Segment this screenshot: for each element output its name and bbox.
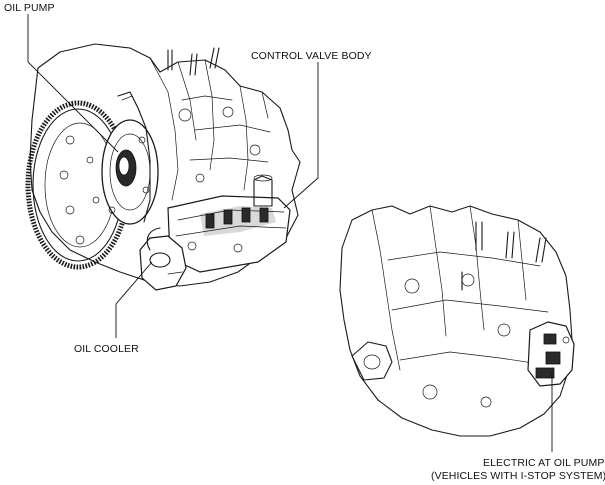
control-valve-body-leader xyxy=(283,62,319,209)
electric-oil-pump-note: (VEHICLES WITH I-STOP SYSTEM) xyxy=(431,470,605,482)
electric-oil-pump-label: ELECTRIC AT OIL PUMP xyxy=(483,457,604,469)
control-valve-body-part xyxy=(167,174,291,273)
oil-cooler-label: OIL COOLER xyxy=(74,343,139,355)
oil-cooler-part xyxy=(139,227,187,291)
oil-pump-leader xyxy=(27,14,119,153)
left-transaxle-illustration xyxy=(25,43,301,291)
oil-cooler-leader xyxy=(115,261,153,338)
control-valve-body-label: CONTROL VALVE BODY xyxy=(251,50,372,62)
right-transaxle-illustration xyxy=(339,205,575,437)
electric-oil-pump-part xyxy=(527,321,575,387)
oil-pump-part xyxy=(101,91,159,225)
oil-pump-label: OIL PUMP xyxy=(4,2,55,14)
